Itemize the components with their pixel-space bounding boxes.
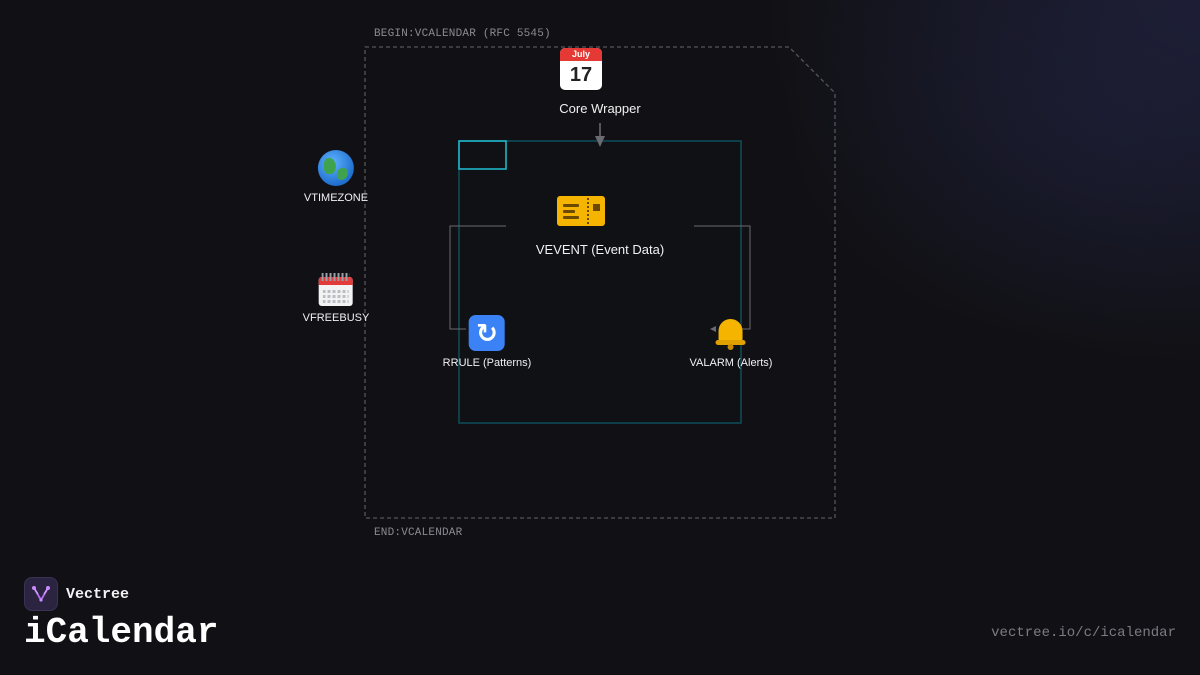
vtimezone-label: VTIMEZONE xyxy=(303,192,369,204)
vevent-box xyxy=(458,140,742,424)
node-vevent-label-wrap: VEVENT (Event Data) xyxy=(536,236,664,257)
spiral-calendar-icon xyxy=(318,272,353,306)
vevent-corner-accent xyxy=(458,140,507,170)
footer-url[interactable]: vectree.io/c/icalendar xyxy=(991,625,1176,641)
globe-icon xyxy=(317,150,354,186)
valarm-label: VALARM (Alerts) xyxy=(689,357,773,369)
valarm-arrowhead xyxy=(710,326,716,332)
core-wrapper-label: Core Wrapper xyxy=(559,101,641,116)
vevent-label: VEVENT (Event Data) xyxy=(535,242,665,257)
vcalendar-end-label: END:VCALENDAR xyxy=(374,527,463,539)
node-valarm[interactable]: VALARM (Alerts) xyxy=(689,315,773,369)
node-rrule[interactable]: ↻ RRULE (Patterns) xyxy=(442,315,532,369)
node-core-wrapper-label-wrap: Core Wrapper xyxy=(559,95,640,116)
vevent-to-rrule-connector xyxy=(449,225,506,330)
node-vevent[interactable] xyxy=(557,196,605,226)
vectree-logo-icon xyxy=(24,577,58,611)
vcalendar-begin-label: BEGIN:VCALENDAR (RFC 5545) xyxy=(374,28,551,40)
node-vfreebusy[interactable]: VFREEBUSY xyxy=(302,272,370,324)
repeat-icon: ↻ xyxy=(468,315,505,351)
calendar-icon-day: 17 xyxy=(569,64,593,86)
node-vtimezone[interactable]: VTIMEZONE xyxy=(304,150,368,204)
calendar-icon-month: July xyxy=(560,48,602,61)
brand-name: Vectree xyxy=(66,585,130,603)
rrule-label: RRULE (Patterns) xyxy=(442,357,532,369)
brand: Vectree xyxy=(24,577,129,611)
core-to-event-arrowhead xyxy=(595,136,605,147)
page-title: iCalendar xyxy=(24,612,219,653)
vcalendar-boundary xyxy=(364,46,836,519)
ticket-icon xyxy=(557,196,605,226)
bell-icon xyxy=(713,315,749,351)
calendar-july-17-icon: July 17 xyxy=(560,48,602,90)
node-core-wrapper[interactable]: July 17 xyxy=(560,48,602,90)
vfreebusy-label: VFREEBUSY xyxy=(302,312,370,324)
